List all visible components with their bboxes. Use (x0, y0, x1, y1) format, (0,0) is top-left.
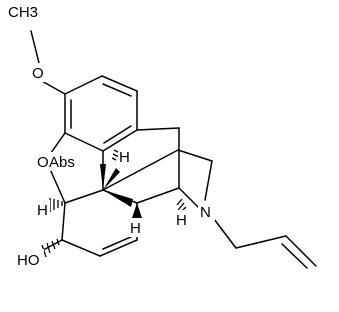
label-methoxy-oxygen: O (32, 65, 44, 82)
hash-c5-h (49, 198, 63, 212)
bond-c6-c7 (61, 239, 101, 257)
bond-ar-c2-c1 (101, 75, 138, 92)
label-nitrogen: N (200, 204, 211, 221)
bond-c9-n (178, 187, 201, 210)
allyl-alkene-inner (281, 243, 308, 269)
alkene-c7-c8-inner (102, 235, 134, 250)
bond-c11-c10 (136, 127, 180, 131)
bond-allyl-ch2-ch (235, 235, 287, 249)
wedge-c14-c13 (103, 190, 133, 207)
wedge-c14-h (132, 203, 142, 218)
bond-ar-c3-c2 (64, 75, 103, 95)
bond-c16-c15 (177, 149, 213, 162)
bond-ar-c11-c12 (102, 129, 138, 152)
bond-ar-c12-c4 (64, 132, 104, 152)
bond-ch3-o (30, 30, 40, 64)
label-h-left: H (37, 202, 48, 219)
bond-c5-c13 (64, 189, 104, 204)
label-h-right: H (176, 212, 187, 229)
label-abs: Abs (49, 154, 75, 171)
bond-c9-c14 (136, 187, 180, 204)
bond-o-aryl (39, 79, 66, 95)
bond-n-c16 (204, 160, 213, 201)
alkene-c7-c8 (99, 239, 138, 257)
bond-c5-c6 (61, 202, 66, 241)
wedge-c13-upper (103, 168, 120, 190)
double-bond-lines (70, 83, 317, 269)
aromatic-double-inner-2 (103, 125, 132, 144)
bond-c15-c13 (102, 149, 179, 191)
label-h-upper: H (119, 149, 130, 166)
wedge-c13-c12-bridge (100, 164, 106, 190)
label-ch3: CH3 (8, 4, 38, 21)
label-hydroxyl: HO (17, 252, 40, 269)
atom-labels: CH3 O O Abs HO N H H H H (7, 0, 215, 269)
hash-c6-oh (41, 238, 60, 258)
wedge-bonds (100, 164, 142, 218)
allyl-alkene-outer (285, 235, 317, 267)
label-h-lower: H (130, 220, 141, 237)
bond-n-allyl-ch2 (213, 218, 237, 249)
label-ether-oxygen: O (37, 154, 49, 171)
aromatic-double-inner-1 (102, 83, 132, 97)
single-bonds (30, 30, 287, 257)
